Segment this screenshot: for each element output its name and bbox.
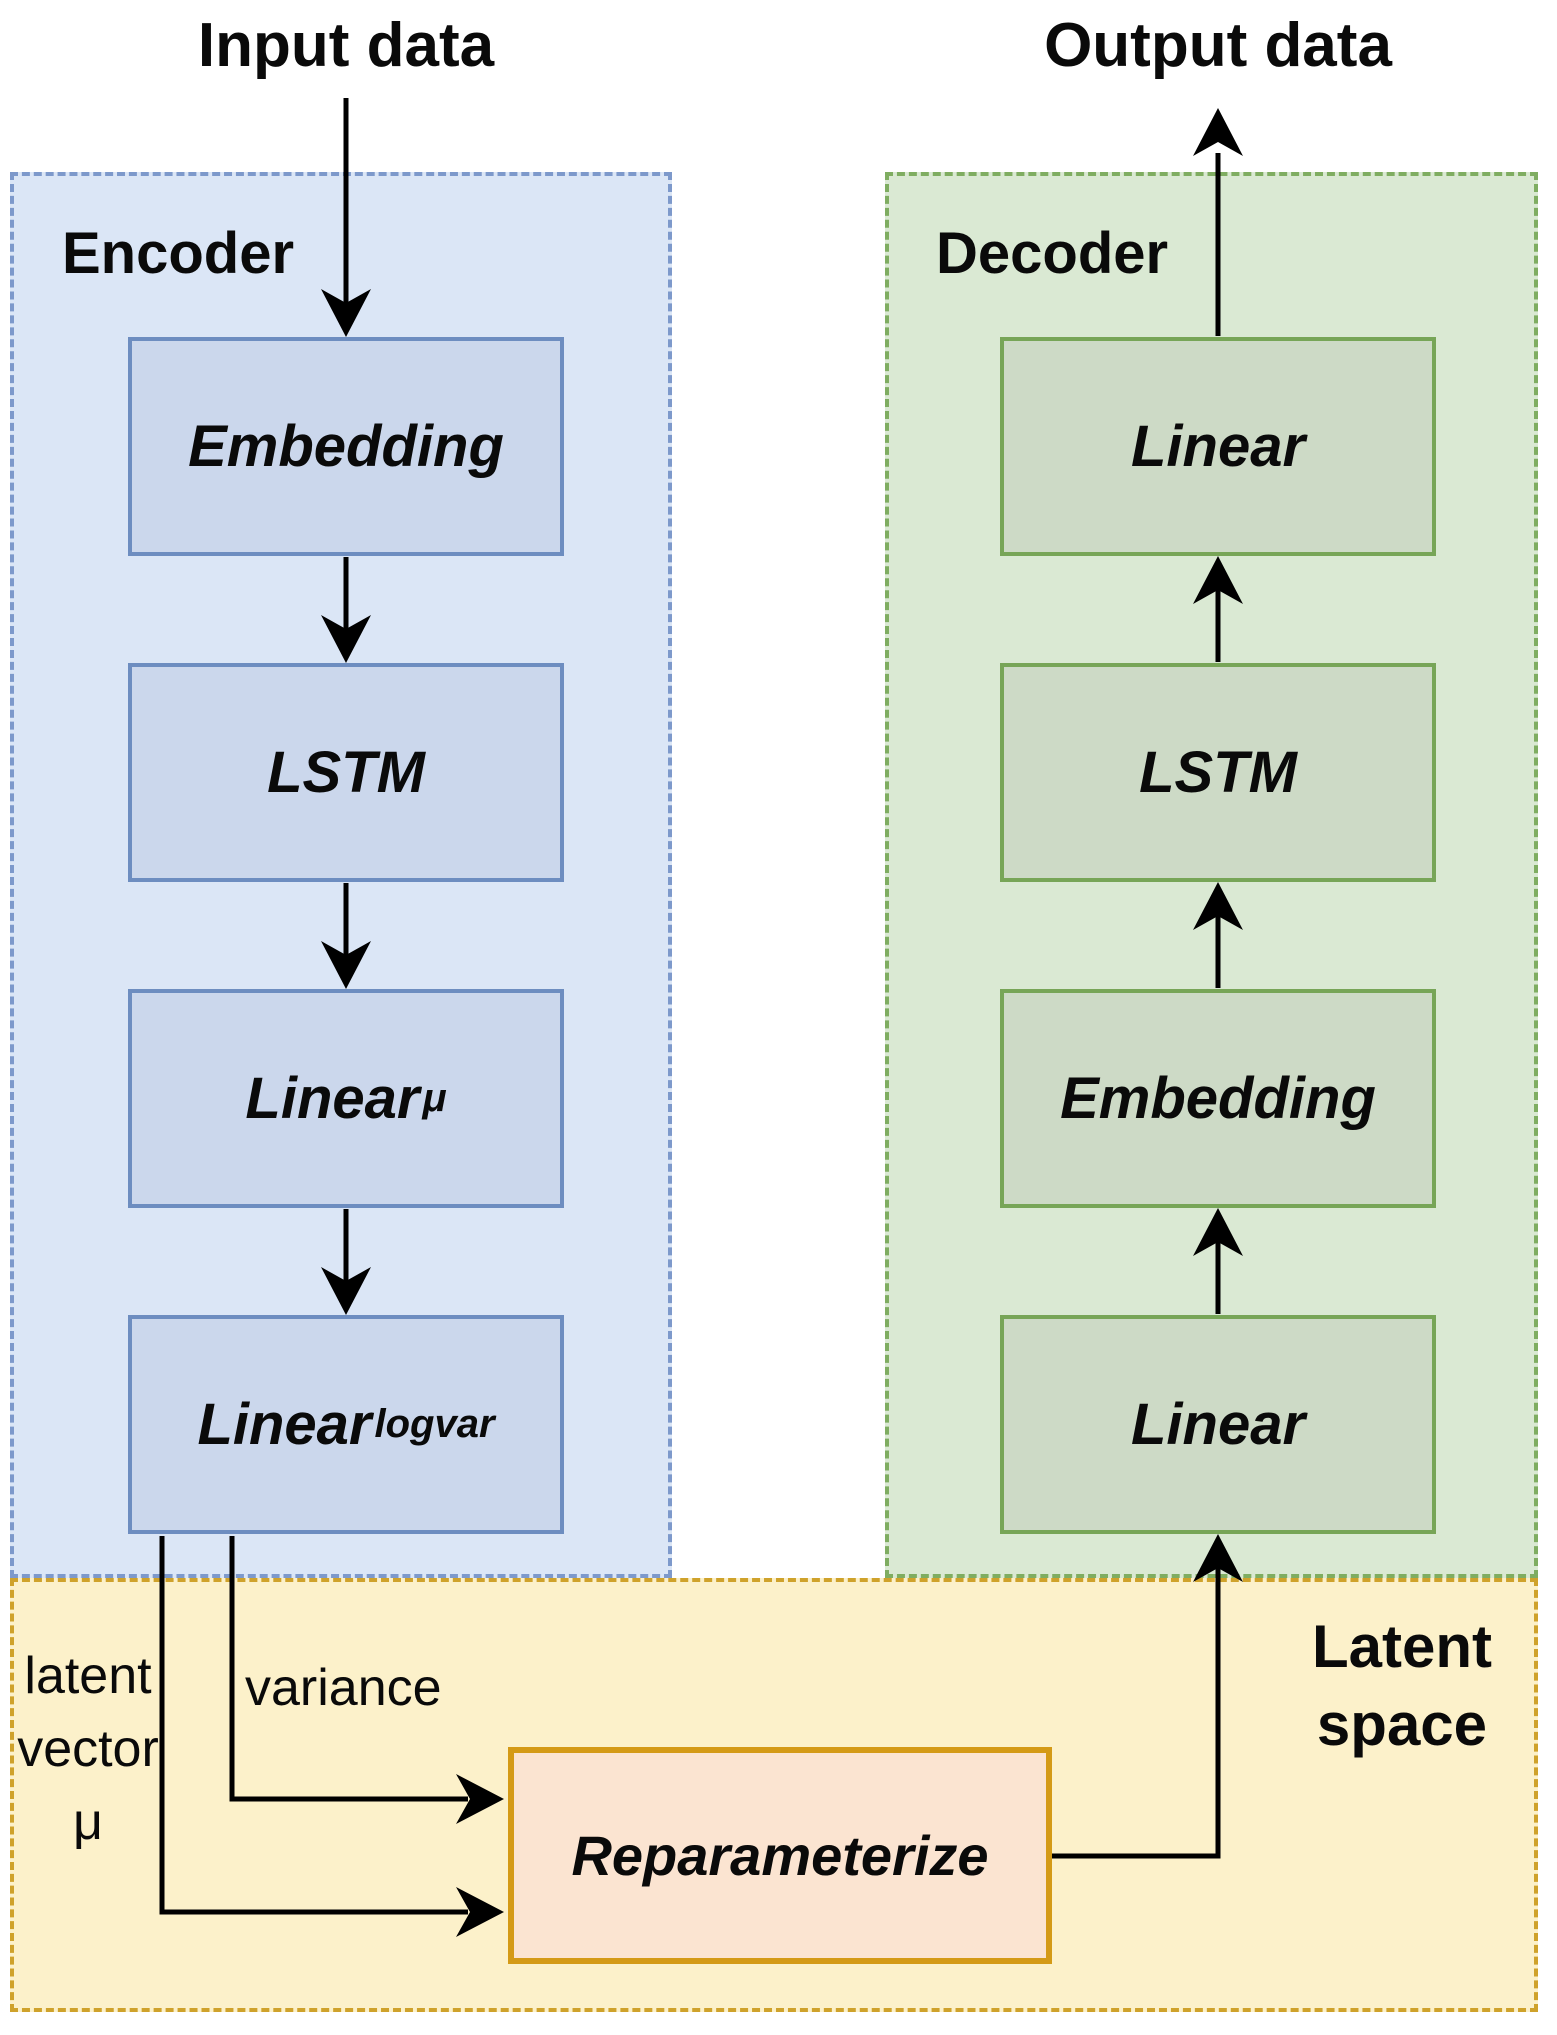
latent-vector-line1: latent [24, 1647, 152, 1705]
decoder-linear-bottom-block: Linear [1000, 1315, 1436, 1534]
encoder-lstm-block: LSTM [128, 663, 564, 882]
decoder-linear-top-block: Linear [1000, 337, 1436, 556]
reparameterize-block: Reparameterize [508, 1747, 1052, 1964]
encoder-embedding-block: Embedding [128, 337, 564, 556]
input-data-title: Input data [197, 11, 495, 80]
latent-space-label-line1: Latent [1312, 1613, 1492, 1680]
variance-label: variance [245, 1659, 442, 1717]
encoder-linear-logvar-label: Linear [197, 1392, 372, 1457]
latent-vector-mu-label: latent vector μ [8, 1640, 168, 1859]
reparameterize-label: Reparameterize [571, 1824, 989, 1887]
encoder-linear-mu-label: Linear [245, 1066, 420, 1131]
encoder-lstm-label: LSTM [267, 740, 425, 805]
decoder-lstm-label: LSTM [1139, 740, 1297, 805]
encoder-embedding-label: Embedding [188, 414, 504, 479]
encoder-label: Encoder [62, 221, 295, 286]
latent-space-label-line2: space [1316, 1691, 1488, 1758]
encoder-linear-mu-subscript: μ [422, 1076, 447, 1120]
decoder-linear-top-label: Linear [1130, 414, 1306, 479]
latent-vector-line2: vector [17, 1720, 159, 1778]
decoder-embedding-block: Embedding [1000, 989, 1436, 1208]
latent-vector-line3: μ [73, 1793, 103, 1851]
output-data-title: Output data [1044, 11, 1392, 80]
latent-space-label: Latent space [1202, 1608, 1557, 1764]
decoder-label: Decoder [936, 221, 1169, 286]
decoder-linear-bottom-label: Linear [1130, 1392, 1306, 1457]
decoder-lstm-block: LSTM [1000, 663, 1436, 882]
decoder-embedding-label: Embedding [1060, 1066, 1376, 1131]
encoder-linear-logvar-subscript: logvar [374, 1402, 495, 1446]
